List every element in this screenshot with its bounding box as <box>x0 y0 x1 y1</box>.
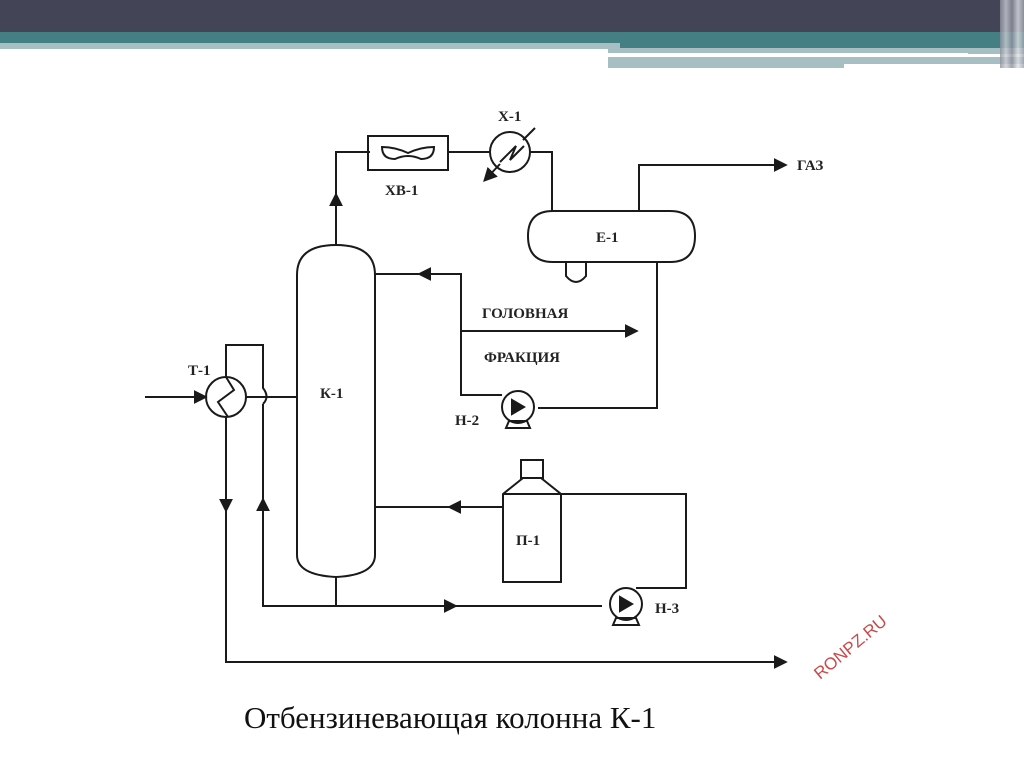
coolant-out-arrow <box>483 163 501 183</box>
column-k1 <box>296 243 376 579</box>
pump-base <box>611 617 641 626</box>
separator-boot <box>565 262 587 283</box>
label-air-cooler: ХВ-1 <box>385 183 418 199</box>
line-reflux <box>375 273 502 396</box>
coil-icon <box>499 145 525 163</box>
header-band-light <box>608 57 1024 68</box>
watermark: RONPZ.RU <box>810 611 890 683</box>
furnace-stack <box>520 459 544 479</box>
label-cooler: Х-1 <box>498 109 521 125</box>
label-furnace: П-1 <box>516 533 540 549</box>
header-band-gap <box>608 53 968 57</box>
label-bottoms-pump: Н-3 <box>655 601 679 617</box>
line-bottoms <box>262 404 602 607</box>
line-separator-to-pump <box>538 262 658 409</box>
pump-h3 <box>609 587 643 621</box>
label-heat-exchanger: Т-1 <box>188 363 211 379</box>
pump-arrow <box>619 595 634 613</box>
header-band-light <box>0 43 620 49</box>
separator-e1 <box>526 210 697 263</box>
line-gas <box>638 158 788 211</box>
coil-icon <box>216 376 236 418</box>
label-reflux-pump: Н-2 <box>455 413 479 429</box>
pump-arrow <box>511 398 526 416</box>
line-product-out <box>225 417 785 663</box>
label-separator: Е-1 <box>596 230 619 246</box>
label-head-fraction-2: ФРАКЦИЯ <box>484 350 560 366</box>
header-band-light <box>608 48 1024 54</box>
line-pump-to-furnace <box>561 493 687 589</box>
line-t1-loop <box>225 344 268 405</box>
label-column: К-1 <box>320 386 343 402</box>
pump-h2 <box>501 390 535 424</box>
header-edge-stripes <box>1000 0 1024 68</box>
pump-base <box>504 420 532 429</box>
label-head-fraction-1: ГОЛОВНАЯ <box>482 306 568 322</box>
coolant-in <box>522 127 536 141</box>
slide-caption: Отбензиневающая колонна К-1 <box>244 700 657 735</box>
line-top-vapor <box>335 151 370 245</box>
header-band-dark <box>0 0 1024 32</box>
header-band-gap <box>844 64 1024 70</box>
label-gas: ГАЗ <box>797 158 823 174</box>
line-to-separator <box>530 151 553 211</box>
fan-icon <box>380 145 436 161</box>
